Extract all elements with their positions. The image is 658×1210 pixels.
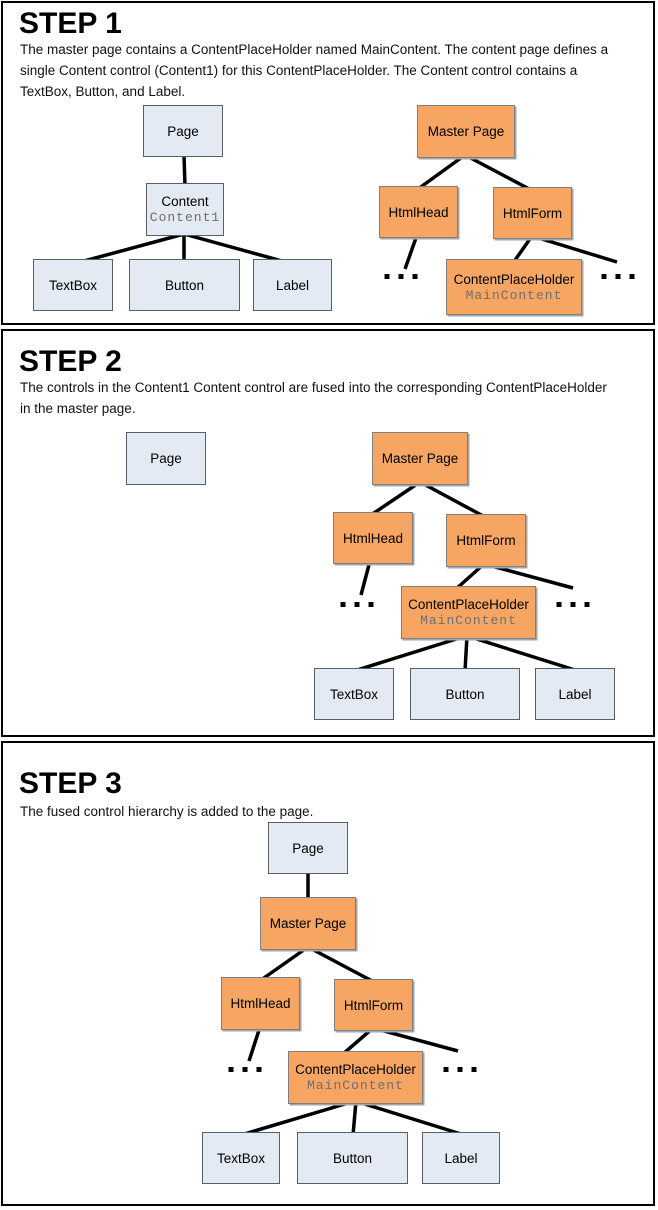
node-label: HtmlHead bbox=[230, 996, 291, 1011]
node-sublabel: MainContent bbox=[465, 287, 563, 303]
connector-cph-button bbox=[463, 635, 469, 672]
node-label: Button bbox=[164, 277, 205, 293]
node-label-control: Label bbox=[535, 668, 615, 720]
step1-heading: STEP 1 bbox=[19, 7, 122, 40]
ellipsis-right bbox=[443, 1067, 477, 1072]
ellipsis-right bbox=[601, 274, 635, 279]
node-button: Button bbox=[410, 668, 520, 720]
step3-heading: STEP 3 bbox=[19, 767, 122, 800]
node-label: HtmlHead bbox=[342, 530, 404, 546]
node-label: Label bbox=[558, 686, 592, 702]
connector-cph-textbox bbox=[353, 634, 467, 673]
connector-lines bbox=[240, 871, 462, 1137]
node-content: Content Content1 bbox=[146, 183, 224, 236]
node-master-page: Master Page bbox=[372, 432, 468, 485]
connector-master-htmlform bbox=[464, 153, 534, 193]
node-master-page: Master Page bbox=[417, 105, 515, 158]
node-label: HtmlForm bbox=[456, 533, 516, 548]
node-master-page: Master Page bbox=[260, 897, 356, 950]
node-page: Page bbox=[143, 105, 223, 157]
node-label: TextBox bbox=[48, 277, 98, 293]
panel-step2: STEP 2 The controls in the Content1 Cont… bbox=[1, 329, 655, 737]
node-page: Page bbox=[126, 432, 206, 485]
node-label: Master Page bbox=[381, 451, 459, 466]
node-label: ContentPlaceHolder bbox=[295, 1062, 416, 1077]
panel-step1: STEP 1 The master page contains a Conten… bbox=[1, 1, 655, 325]
description-line: The controls in the Content1 Content con… bbox=[20, 380, 607, 395]
connector-htmlform-cph bbox=[454, 562, 486, 591]
node-label: TextBox bbox=[216, 1150, 266, 1166]
node-htmlform: HtmlForm bbox=[334, 979, 413, 1031]
description-line: TextBox, Button, and Label. bbox=[20, 84, 186, 99]
connector-page-content bbox=[182, 154, 187, 188]
step2-description: The controls in the Content1 Content con… bbox=[20, 377, 645, 419]
connector-lines bbox=[353, 480, 576, 673]
node-label-control: Label bbox=[422, 1132, 500, 1184]
node-sublabel: Content1 bbox=[149, 210, 221, 225]
description-line: in the master page. bbox=[20, 401, 136, 416]
node-label: HtmlForm bbox=[502, 205, 563, 221]
node-page: Page bbox=[268, 822, 348, 874]
connector-htmlform-ellipsis bbox=[531, 234, 618, 264]
node-label: Page bbox=[292, 840, 324, 856]
connector-cph-textbox bbox=[240, 1099, 356, 1137]
node-label: Content bbox=[161, 194, 209, 209]
node-htmlhead: HtmlHead bbox=[379, 186, 458, 238]
node-label: Label bbox=[275, 277, 310, 293]
node-textbox: TextBox bbox=[314, 668, 394, 720]
node-textbox: TextBox bbox=[33, 259, 113, 311]
connector-master-htmlhead bbox=[259, 945, 310, 982]
node-label: HtmlHead bbox=[388, 204, 449, 220]
connector-htmlform-cph bbox=[511, 234, 534, 265]
node-sublabel: MainContent bbox=[307, 1078, 404, 1093]
node-textbox: TextBox bbox=[202, 1132, 280, 1184]
connector-htmlhead-ellipsis bbox=[403, 234, 419, 270]
node-contentplaceholder: ContentPlaceHolder MainContent bbox=[401, 586, 536, 639]
description-line: The fused control hierarchy is added to … bbox=[20, 804, 314, 819]
node-label: TextBox bbox=[329, 686, 379, 702]
ellipsis-left bbox=[384, 274, 418, 279]
connector-master-htmlform bbox=[307, 945, 375, 984]
node-contentplaceholder: ContentPlaceHolder MainContent bbox=[446, 259, 582, 315]
step1-description: The master page contains a ContentPlaceH… bbox=[20, 39, 645, 102]
node-label: ContentPlaceHolder bbox=[408, 597, 529, 612]
step2-heading: STEP 2 bbox=[19, 345, 122, 378]
node-contentplaceholder: ContentPlaceHolder MainContent bbox=[288, 1051, 423, 1104]
node-label: Button bbox=[332, 1150, 373, 1166]
connector-cph-label bbox=[354, 1099, 462, 1136]
node-label: Master Page bbox=[269, 916, 347, 931]
node-sublabel: MainContent bbox=[420, 613, 517, 628]
ellipsis-right bbox=[556, 602, 590, 607]
connector-htmlform-cph bbox=[341, 1026, 375, 1056]
connector-master-htmlhead bbox=[416, 153, 467, 191]
node-htmlhead: HtmlHead bbox=[333, 512, 413, 564]
connector-htmlhead-ellipsis bbox=[247, 1026, 262, 1062]
ellipsis-left bbox=[228, 1067, 262, 1072]
step3-description: The fused control hierarchy is added to … bbox=[20, 801, 645, 822]
connector-master-htmlform bbox=[419, 480, 486, 519]
node-label: Button bbox=[445, 686, 485, 702]
connector-master-htmlhead bbox=[370, 480, 421, 517]
connector-cph-label bbox=[466, 634, 576, 672]
connector-htmlform-ellipsis bbox=[483, 562, 574, 590]
node-label: Label bbox=[444, 1150, 478, 1166]
node-label: Page bbox=[150, 451, 182, 466]
panel-step3: STEP 3 The fused control hierarchy is ad… bbox=[1, 741, 655, 1206]
node-label-control: Label bbox=[253, 259, 332, 311]
node-label: ContentPlaceHolder bbox=[453, 271, 575, 287]
description-line: single Content control (Content1) for th… bbox=[20, 63, 578, 78]
node-htmlform: HtmlForm bbox=[493, 187, 572, 239]
node-button: Button bbox=[129, 259, 240, 311]
node-label: HtmlForm bbox=[343, 997, 404, 1013]
description-line: The master page contains a ContentPlaceH… bbox=[20, 42, 609, 57]
ellipsis-left bbox=[340, 602, 374, 607]
node-label: Page bbox=[167, 123, 199, 139]
node-htmlform: HtmlForm bbox=[446, 514, 526, 567]
node-button: Button bbox=[297, 1132, 408, 1184]
connector-cph-button bbox=[351, 1100, 358, 1136]
connector-htmlform-ellipsis bbox=[372, 1026, 459, 1053]
node-htmlhead: HtmlHead bbox=[221, 977, 300, 1030]
node-label: Master Page bbox=[427, 124, 505, 139]
connector-htmlhead-ellipsis bbox=[359, 560, 372, 596]
